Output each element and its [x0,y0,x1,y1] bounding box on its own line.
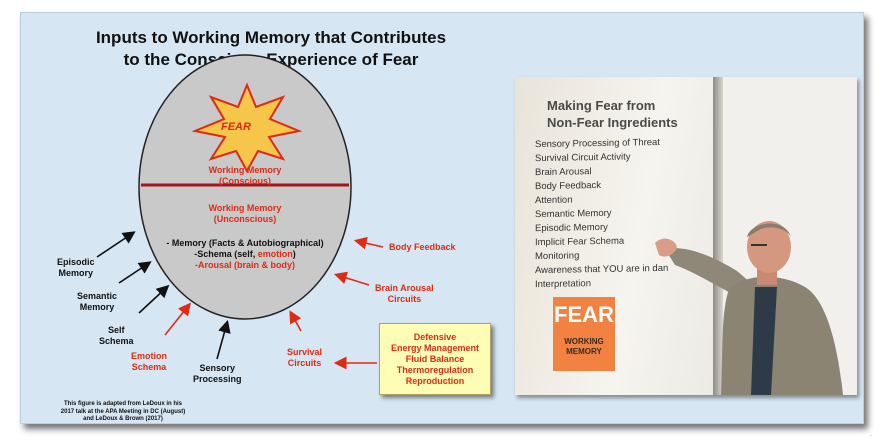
survival-reproduction: Reproduction [405,376,465,386]
working-memory-circle [138,54,352,320]
memory-contents: - Memory (Facts & Autobiographical) -Sch… [155,238,335,271]
arousal-line: -Arousal (brain & body) [194,260,295,270]
slide-panel: Inputs to Working Memory that Contribute… [20,12,864,424]
input-survival-circuits: Survival Circuits [287,347,323,368]
title-line-1: Inputs to Working Memory that Contribute… [95,28,447,47]
input-semantic-memory: Semantic Memory [77,291,118,312]
unconscious-line-2: (Unconscious) [213,214,277,224]
corner-mark: . [870,432,872,438]
survival-energy-management: Energy Management [390,343,480,353]
arrow-brain-arousal [333,271,370,286]
input-self-schema: Self Schema [99,325,134,346]
conscious-line-1: Working Memory [208,165,282,175]
arrow-emotion [164,302,191,336]
input-episodic-memory: Episodic Memory [57,257,95,278]
star-label: FEAR [221,121,251,133]
survival-thermoregulation: Thermoregulation [396,365,474,375]
memory-line: - Memory (Facts & Autobiographical) [166,238,324,248]
arrow-semantic [118,261,152,284]
projected-slide-title: Making Fear from Non-Fear Ingredients [547,98,678,130]
fear-working-memory-box: FEAR WORKING MEMORY [553,297,615,371]
input-body-feedback: Body Feedback [389,242,456,252]
arrow-episodic [96,231,136,258]
unconscious-label: Working Memory (Unconscious) [185,203,305,225]
fear-star [191,82,303,174]
survival-fluid-balance: Fluid Balance [405,354,465,364]
arrow-sensory [216,319,231,360]
input-emotion-schema: Emotion Schema [131,351,167,372]
fear-diagram [96,54,384,370]
arrow-body-feedback [353,236,384,250]
input-brain-arousal-circuits: Brain Arousal Circuits [375,283,434,304]
arrow-survival [289,310,302,332]
presenter-figure [655,221,843,395]
figure-credit: This figure is adapted from LeDoux in hi… [60,401,186,422]
conscious-label: Working Memory (Conscious) [185,165,305,187]
arrow-self [138,284,170,314]
survival-functions-box: Defensive Energy Management Fluid Balanc… [379,323,491,395]
projection-screen: Making Fear from Non-Fear Ingredients Se… [515,77,713,395]
input-sensory-processing: Sensory Processing [193,363,242,384]
presentation-photo: Making Fear from Non-Fear Ingredients Se… [515,77,857,395]
conscious-line-2: (Conscious) [218,176,271,186]
schema-line: -Schema (self, emotion) [194,249,296,259]
survival-defensive: Defensive [413,332,457,342]
unconscious-line-1: Working Memory [208,203,282,213]
screen-edge [713,77,723,395]
